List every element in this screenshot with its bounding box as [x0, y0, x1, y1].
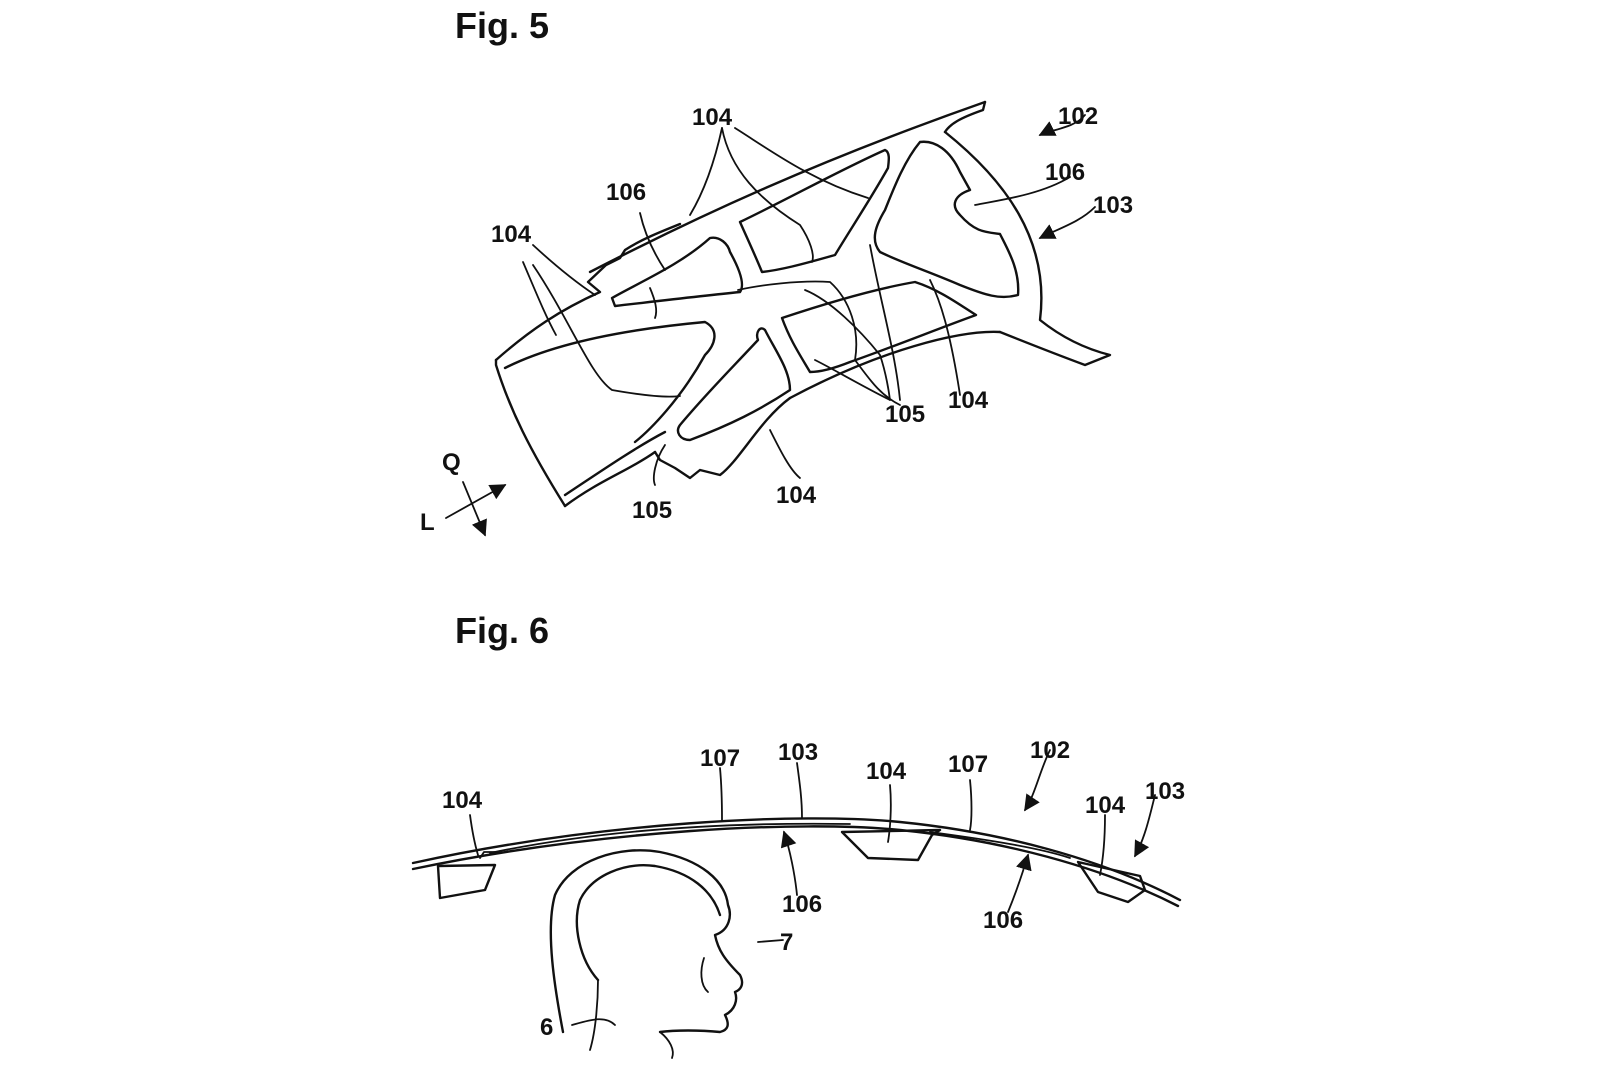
fig6-ref-6: 6 [540, 1014, 553, 1041]
fig5-ref-105-right: 105 [885, 401, 925, 428]
fig6-ref-7: 7 [780, 929, 793, 956]
fig6-ref-103-right: 103 [1145, 778, 1185, 805]
fig6-leader-lines [469, 749, 1156, 1026]
axis-l-label: L [420, 509, 435, 536]
fig5-ref-104-right: 104 [948, 387, 989, 414]
figure-5-title: Fig. 5 [455, 5, 549, 46]
fig5-ref-106-right: 106 [1045, 159, 1085, 186]
axis-q-label: Q [442, 449, 461, 476]
fig6-ref-102: 102 [1030, 737, 1070, 764]
fig5-ref-104-top: 104 [692, 104, 733, 131]
fig5-ref-104-bottom: 104 [776, 482, 817, 509]
fig6-ref-104-right: 104 [1085, 792, 1126, 819]
fig6-ref-103-left: 103 [778, 739, 818, 766]
fig6-ref-107-left: 107 [700, 745, 740, 772]
fig6-ref-104-left: 104 [442, 787, 483, 814]
fig5-ref-102: 102 [1058, 103, 1098, 130]
fig6-ref-106-right: 106 [983, 907, 1023, 934]
figure-6: Fig. 6 [411, 610, 1185, 1059]
fig6-ref-107-right: 107 [948, 751, 988, 778]
roof-section-drawing [411, 817, 1182, 908]
roof-frame-drawing [494, 100, 1112, 508]
figure-6-title: Fig. 6 [455, 610, 549, 651]
axis-indicator: Q L [420, 449, 507, 537]
fig6-ref-104-middle: 104 [866, 758, 907, 785]
fig5-ref-103: 103 [1093, 192, 1133, 219]
fig6-ref-106-left: 106 [782, 891, 822, 918]
figure-5: Fig. 5 [420, 5, 1133, 537]
fig5-ref-105-bottom: 105 [632, 497, 672, 524]
fig5-ref-104-left: 104 [491, 221, 532, 248]
fig5-leader-lines [522, 114, 1096, 486]
fig5-ref-106-left: 106 [606, 179, 646, 206]
occupant-head-drawing [549, 849, 744, 1059]
